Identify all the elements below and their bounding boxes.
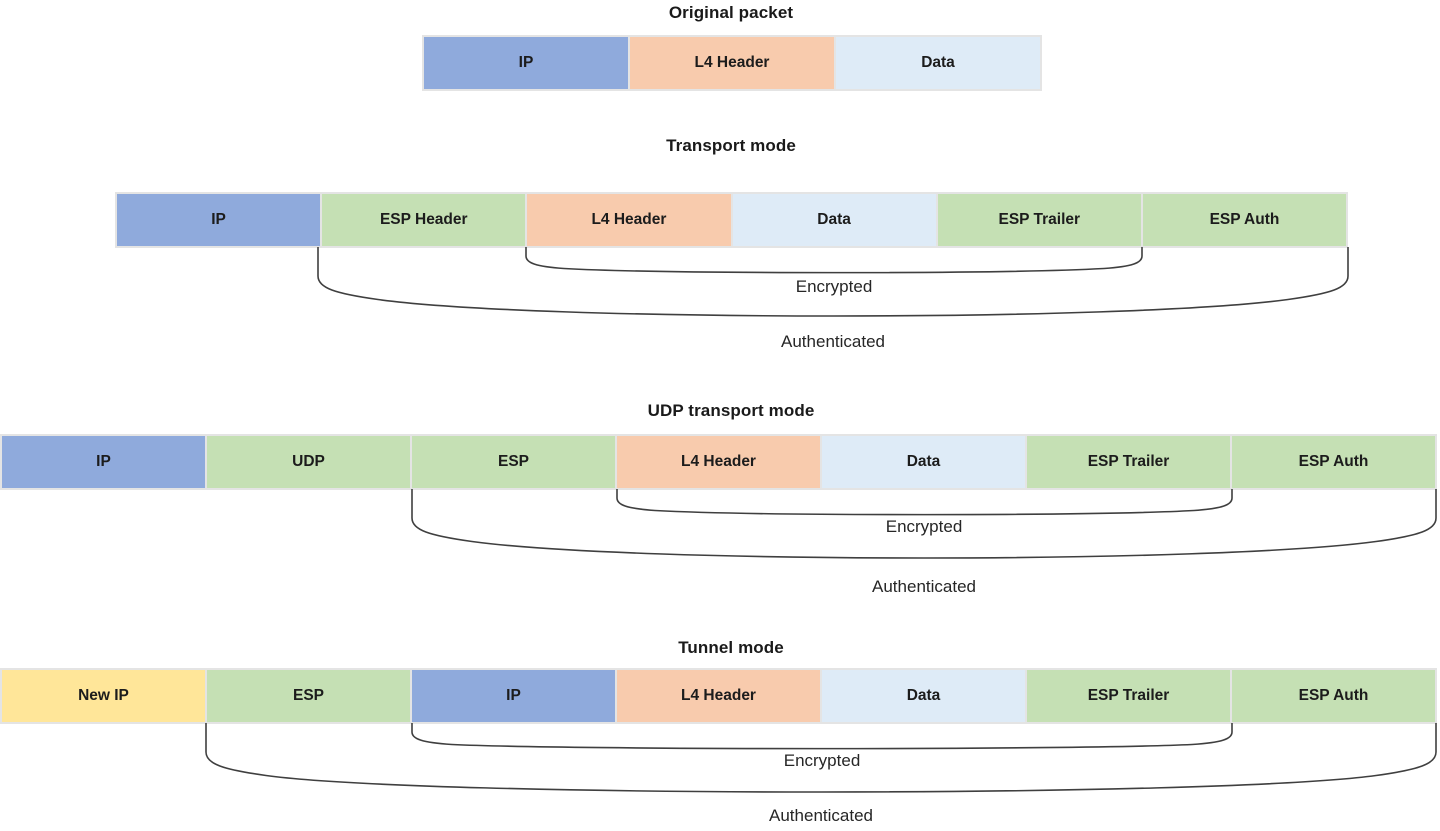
segment-label: Data <box>906 453 941 470</box>
packet-row-tunnel: New IP ESP IP L4 Header Data ESP Trailer… <box>0 668 1437 724</box>
segment-label: L4 Header <box>681 453 756 470</box>
section-title-transport-mode: Transport mode <box>666 136 796 155</box>
section-title-original-packet: Original packet <box>668 3 794 22</box>
segment-label: ESP Header <box>379 211 468 228</box>
authenticated-label-transport: Authenticated <box>781 332 885 351</box>
segment-new-ip: New IP <box>2 670 205 722</box>
encrypted-label-tunnel: Encrypted <box>783 751 861 770</box>
segment-label: ESP Trailer <box>1087 453 1170 470</box>
segment-label: IP <box>506 687 521 704</box>
segment-esp-auth: ESP Auth <box>1142 194 1347 246</box>
encrypted-label-udp-transport: Encrypted <box>885 517 963 536</box>
segment-label: Data <box>817 211 851 228</box>
segment-ip: IP <box>412 670 615 722</box>
authenticated-label-udp-transport: Authenticated <box>872 577 976 596</box>
encrypted-brace-transport <box>525 247 1143 274</box>
segment-label: UDP <box>292 453 325 470</box>
segment-l4-header: L4 Header <box>527 194 731 246</box>
segment-label: L4 Header <box>591 211 667 228</box>
segment-udp: UDP <box>207 436 410 488</box>
segment-esp-header: ESP Header <box>322 194 526 246</box>
encrypted-brace-tunnel <box>411 723 1233 750</box>
segment-l4-header: L4 Header <box>630 37 834 89</box>
segment-esp-trailer: ESP Trailer <box>937 194 1141 246</box>
packet-row-udp-transport: IP UDP ESP L4 Header Data ESP Trailer ES… <box>0 434 1437 490</box>
packet-row-transport: IP ESP Header L4 Header Data ESP Trailer… <box>115 192 1348 248</box>
segment-data: Data <box>822 436 1025 488</box>
segment-label: ESP <box>497 453 529 470</box>
segment-label: IP <box>518 54 534 71</box>
segment-esp-auth: ESP Auth <box>1232 436 1435 488</box>
segment-data: Data <box>836 37 1040 89</box>
section-title-tunnel-mode: Tunnel mode <box>678 638 784 657</box>
encrypted-brace-udp-transport <box>616 489 1233 516</box>
segment-label: IP <box>96 453 111 470</box>
encrypted-label-transport: Encrypted <box>795 277 873 296</box>
segment-label: L4 Header <box>681 687 756 704</box>
segment-ip: IP <box>2 436 205 488</box>
segment-ip: IP <box>117 194 321 246</box>
segment-data: Data <box>732 194 936 246</box>
segment-label: ESP Auth <box>1298 453 1369 470</box>
segment-label: Data <box>921 54 955 71</box>
segment-esp-trailer: ESP Trailer <box>1027 670 1230 722</box>
segment-label: New IP <box>78 687 129 704</box>
segment-label: ESP Trailer <box>998 211 1081 228</box>
segment-l4-header: L4 Header <box>617 670 820 722</box>
segment-label: ESP Auth <box>1209 211 1280 228</box>
segment-esp-trailer: ESP Trailer <box>1027 436 1230 488</box>
segment-esp-auth: ESP Auth <box>1232 670 1435 722</box>
segment-label: ESP <box>292 687 324 704</box>
segment-data: Data <box>822 670 1025 722</box>
segment-label: L4 Header <box>694 54 770 71</box>
segment-esp: ESP <box>207 670 410 722</box>
authenticated-label-tunnel: Authenticated <box>769 806 873 825</box>
segment-label: IP <box>211 211 226 228</box>
packet-row-original: IP L4 Header Data <box>422 35 1042 91</box>
segment-label: ESP Auth <box>1298 687 1369 704</box>
segment-label: Data <box>906 687 941 704</box>
segment-l4-header: L4 Header <box>617 436 820 488</box>
segment-ip: IP <box>424 37 628 89</box>
segment-label: ESP Trailer <box>1087 687 1170 704</box>
section-title-udp-transport-mode: UDP transport mode <box>647 401 815 420</box>
segment-esp: ESP <box>412 436 615 488</box>
